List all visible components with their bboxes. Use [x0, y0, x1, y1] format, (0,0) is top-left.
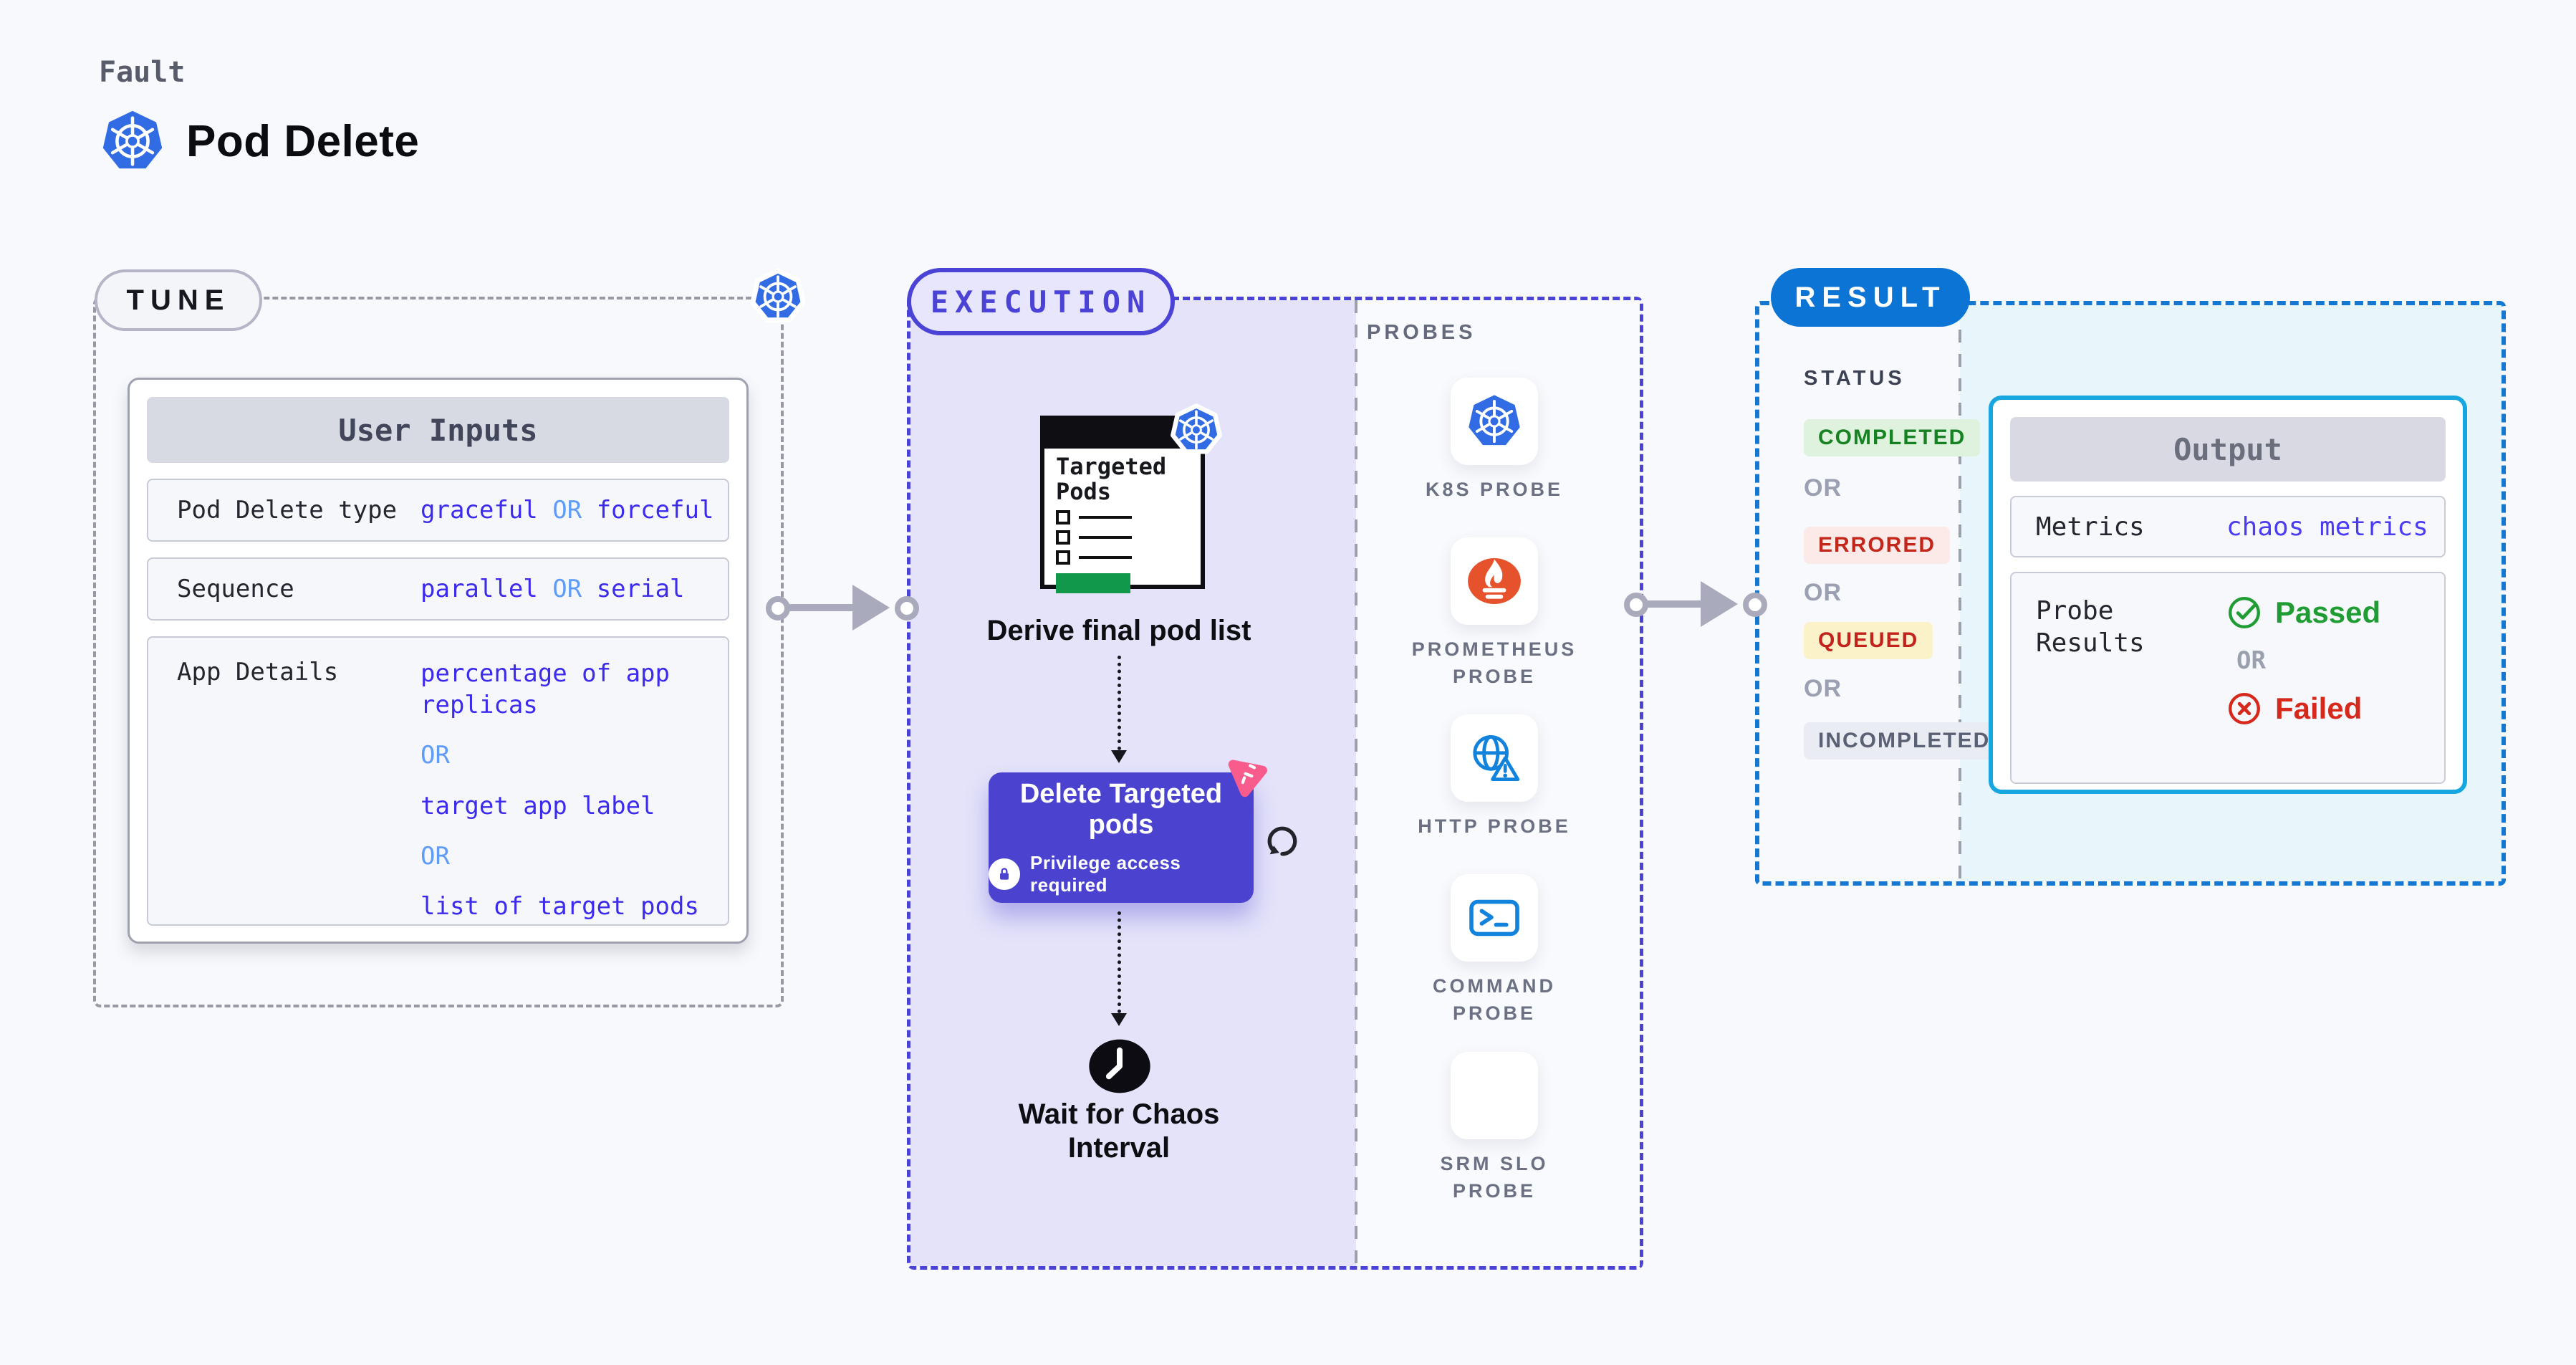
row-label: Pod Delete type [177, 496, 398, 525]
page-title-row: Pod Delete [100, 109, 419, 173]
status-output-divider [1959, 305, 1961, 881]
pod-list-item [1056, 510, 1189, 525]
table-row: Pod Delete type graceful OR forceful [147, 479, 729, 542]
probe-label: SRM SLO PROBE [1440, 1153, 1549, 1202]
x-circle-icon [2226, 691, 2262, 727]
prometheus-icon [1465, 552, 1524, 610]
status-heading: STATUS [1804, 367, 1905, 390]
probe-item-prometheus: PROMETHEUS PROBE [1401, 537, 1587, 691]
failed-result: Failed [2226, 691, 2380, 727]
status-badge-errored: ERRORED [1804, 527, 1951, 564]
lock-icon [989, 858, 1020, 890]
slo-donut-check-icon [1465, 1066, 1524, 1125]
check-circle-icon [2226, 595, 2262, 631]
status-or-label: OR [1804, 579, 1842, 606]
targeted-pods-title: Targeted Pods [1056, 453, 1167, 506]
chaos-logo-icon [1228, 760, 1267, 798]
passed-result: Passed [2226, 595, 2380, 631]
http-globe-warning-icon [1466, 729, 1523, 787]
kubernetes-icon [747, 266, 809, 327]
row-value: percentage of app replicas OR target app… [420, 659, 699, 921]
status-badge-incompleted: INCOMPLETED [1804, 722, 2005, 760]
row-label: Probe Results [2036, 596, 2145, 658]
tune-section [93, 297, 784, 1007]
execution-to-result-arrow [1624, 561, 1767, 647]
tune-pill: TUNE [95, 269, 262, 331]
progress-bar [1056, 573, 1130, 594]
row-label: Sequence [177, 575, 294, 603]
table-row: Sequence parallel OR serial [147, 557, 729, 621]
probe-card [1451, 1052, 1538, 1139]
row-label: Metrics [2036, 512, 2145, 542]
kubernetes-icon [100, 109, 165, 173]
privilege-badge: Privilege access required [989, 852, 1254, 896]
passed-label: Passed [2275, 595, 2381, 629]
status-badge-completed: COMPLETED [1804, 419, 1981, 456]
probe-label: COMMAND PROBE [1433, 975, 1556, 1024]
status-or-label: OR [1804, 474, 1842, 502]
user-inputs-table: User Inputs Pod Delete type graceful OR … [128, 378, 749, 944]
delete-node-title: Delete Targeted pods [1019, 779, 1223, 840]
probe-card [1451, 378, 1538, 465]
table-row: App Details percentage of app replicas O… [147, 636, 729, 926]
probe-item-command: COMMAND PROBE [1401, 874, 1587, 1028]
output-row-metrics: Metrics chaos metrics [2010, 496, 2446, 557]
row-label: App Details [177, 658, 339, 686]
probe-card [1451, 874, 1538, 962]
probes-heading: PROBES [1367, 321, 1476, 344]
probe-results-values: Passed OR Failed [2226, 595, 2380, 782]
status-badge-queued: QUEUED [1804, 622, 1933, 659]
flow-connector-arrow [1110, 911, 1128, 1026]
output-header: Output [2010, 417, 2446, 482]
probe-label: K8S PROBE [1425, 479, 1564, 500]
probe-card [1451, 537, 1538, 625]
pod-list-item [1056, 550, 1189, 565]
probe-item-http: HTTP PROBE [1401, 714, 1587, 840]
probe-card [1451, 714, 1538, 802]
probe-item-k8s: K8S PROBE [1401, 378, 1587, 504]
row-value: chaos metrics [2226, 512, 2428, 542]
probe-label: PROMETHEUS PROBE [1411, 638, 1577, 687]
tune-to-execution-arrow [766, 565, 919, 651]
privilege-badge-label: Privilege access required [1030, 851, 1181, 896]
probe-results-or-label: OR [2236, 646, 2266, 675]
execution-pill: EXECUTION [907, 268, 1175, 335]
execution-probes-divider [1355, 300, 1357, 1266]
clock-icon [1089, 1039, 1150, 1093]
probe-label: HTTP PROBE [1418, 815, 1571, 837]
terminal-icon [1466, 889, 1523, 947]
delete-targeted-pods-node: Delete Targeted pods Privilege access re… [989, 772, 1254, 903]
page-title: Pod Delete [186, 116, 420, 166]
status-or-label: OR [1804, 675, 1842, 702]
derive-pod-list-caption: Derive final pod list [986, 615, 1251, 646]
row-value: parallel OR serial [420, 575, 685, 603]
kubernetes-icon [1168, 401, 1225, 459]
kubernetes-icon [1466, 393, 1522, 449]
probe-item-srm-slo: SRM SLO PROBE [1401, 1052, 1587, 1205]
loop-icon [1267, 826, 1297, 856]
flow-connector-arrow [1110, 656, 1128, 763]
output-row-probe-results: Probe Results Passed OR Failed [2010, 572, 2446, 784]
result-pill: RESULT [1771, 268, 1970, 327]
user-inputs-header: User Inputs [147, 397, 729, 463]
fault-eyebrow: Fault [99, 56, 186, 89]
output-panel: Output Metrics chaos metrics Probe Resul… [1989, 396, 2467, 794]
row-value: graceful OR forceful [420, 496, 714, 525]
wait-chaos-interval-caption: Wait for Chaos Interval [1018, 1098, 1220, 1164]
failed-label: Failed [2275, 691, 2363, 725]
pod-list-item [1056, 530, 1189, 545]
